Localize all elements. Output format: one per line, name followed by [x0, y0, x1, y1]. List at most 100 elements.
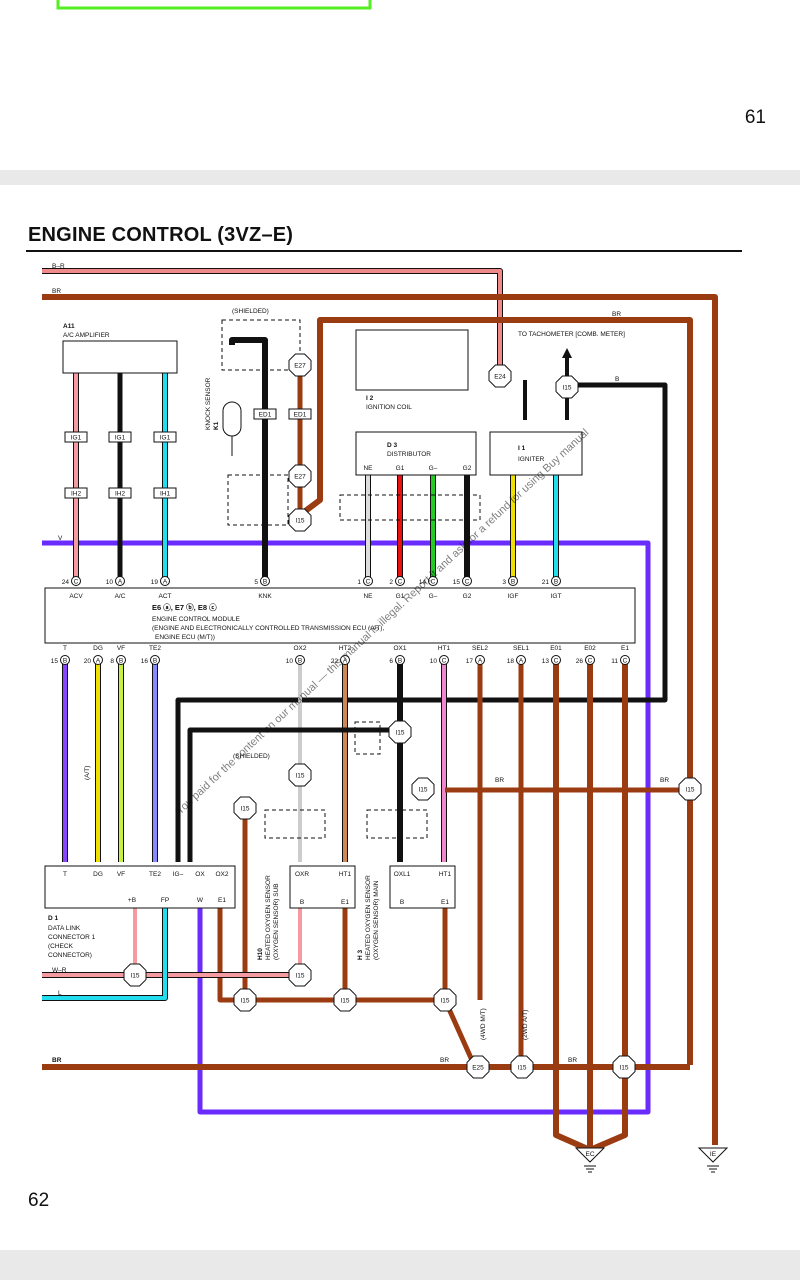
ecm-bot-pin-e1-letter: C — [623, 657, 628, 664]
ecm-line2: (ENGINE AND ELECTRONICALLY CONTROLLED TR… — [152, 625, 384, 632]
ecm-line3: ENGINE ECU (M/T)) — [155, 634, 215, 641]
ecm-top-pin-ne-letter: C — [366, 578, 371, 585]
distributor-box — [355, 431, 477, 476]
ecm-bot-label-ht2: HT2 — [339, 645, 352, 652]
h3-pin-0: OXL1 — [394, 871, 411, 878]
junction-i15-br1-label: I15 — [240, 998, 249, 1005]
ground-ec-label: EC — [585, 1151, 594, 1158]
dlc-pin-6: OX2 — [215, 871, 228, 878]
ecm-bot-pin-ox2-circle — [295, 655, 305, 665]
conn-ig1-1-box — [108, 431, 132, 443]
ecm-top-pin-igf-circle — [508, 576, 518, 586]
conn-ed1-b-box — [288, 408, 312, 420]
junction-i15-dlc-label: I15 — [130, 973, 139, 980]
dlc-box — [44, 865, 236, 909]
dlc-pin-4: IG– — [173, 871, 184, 878]
i1-id: I 1 — [518, 445, 526, 452]
ecm-bot-label-e02: E02 — [584, 645, 596, 652]
ecm-bot-pin-vf-circle — [116, 655, 126, 665]
ecm-bot-pin-e01-circle — [551, 655, 561, 665]
h10-pin-low-1: E1 — [341, 899, 349, 906]
ignition-coil-box — [355, 329, 469, 391]
junction-i15-left-label: I15 — [240, 806, 249, 813]
h10-id: H10 — [257, 948, 264, 960]
ecm-top-label-ne: NE — [363, 593, 373, 600]
h3-pin-1: HT1 — [439, 871, 452, 878]
igniter-box — [489, 431, 583, 476]
ecm-top-num-6: 14 — [419, 579, 427, 586]
shield-h10 — [264, 809, 326, 839]
ecm-bot-label-sel2: SEL2 — [472, 645, 488, 652]
ecm-bot-label-e1: E1 — [621, 645, 629, 652]
junction-i15-h10-low-shape — [288, 963, 312, 987]
a11-name: A/C AMPLIFIER — [63, 332, 110, 339]
ground-ie-symbol — [697, 1147, 729, 1163]
ecm-top-num-8: 3 — [502, 579, 506, 586]
junction-i15-h3-shape — [411, 777, 435, 801]
h3-pin-low-1: E1 — [441, 899, 449, 906]
diagram-title: ENGINE CONTROL (3VZ–E) — [28, 224, 294, 246]
conn-ig1-1-label: IG1 — [115, 435, 126, 442]
ecm-top-pin-igt-circle — [551, 576, 561, 586]
wire-layer — [42, 268, 718, 1153]
ecm-bot-pin-t-circle — [60, 655, 70, 665]
ecm-top-pin-g2-letter: C — [465, 578, 470, 585]
junction-i15-right-shape — [678, 777, 702, 801]
dist-pin-1: G1 — [396, 465, 405, 472]
label-w-r: W–R — [52, 967, 67, 974]
junction-i15-gnd1-shape — [510, 1055, 534, 1079]
ecm-bot-num-10: 13 — [542, 658, 550, 665]
tach-arrow — [562, 348, 572, 358]
previous-page — [0, 0, 800, 170]
wire-br-top — [42, 294, 718, 1145]
h10-box — [289, 865, 356, 909]
ecm-top-label-acv: ACV — [69, 593, 83, 600]
ecm-bot-num-4: 10 — [286, 658, 294, 665]
label-b-tach: B — [615, 376, 619, 383]
junction-i15-gnd2-label: I15 — [619, 1065, 628, 1072]
junction-i15-gnd1-label: I15 — [517, 1065, 526, 1072]
shield-top — [221, 319, 301, 371]
wire-b-r-top — [42, 269, 502, 375]
i1-name: IGNITER — [518, 456, 545, 463]
ecm-bot-num-2: 8 — [110, 658, 114, 665]
ecm-top-pin-g–-circle — [428, 576, 438, 586]
ecm-top-pin-igf-letter: B — [511, 578, 515, 585]
junction-i15-tach-label: I15 — [562, 385, 571, 392]
conn-ih-1-box — [108, 487, 132, 499]
dlc-pin-10: E1 — [218, 897, 226, 904]
ecm-top-label-igt: IGT — [551, 593, 562, 600]
ecm-bot-pin-sel1-circle — [516, 655, 526, 665]
ecm-top-label-igf: IGF — [508, 593, 519, 600]
ecm-top-num-9: 21 — [542, 579, 550, 586]
ecm-bot-label-sel1: SEL1 — [513, 645, 529, 652]
ecm-bot-pin-ox1-letter: B — [398, 657, 402, 664]
label-br-e25: BR — [440, 1057, 449, 1064]
wire-ox-shield — [187, 727, 400, 862]
label-br-mid: BR — [495, 777, 504, 784]
ecm-bot-pin-sel1-letter: A — [519, 657, 524, 664]
dlc-pin-0: T — [63, 871, 67, 878]
junction-i15-tach-shape — [555, 375, 579, 399]
d1-line4: CONNECTOR) — [48, 952, 92, 959]
junction-i15-h3-label: I15 — [418, 787, 427, 794]
junction-i15-ox-shape — [388, 720, 412, 744]
ecm-bot-label-dg: DG — [93, 645, 103, 652]
ecm-bot-label-ox1: OX1 — [393, 645, 406, 652]
junction-i15-br1-shape — [233, 988, 257, 1012]
conn-ig1-2-box — [153, 431, 177, 443]
ecm-top-num-5: 2 — [389, 579, 393, 586]
ecm-bot-num-11: 26 — [576, 658, 584, 665]
h3-id: H 3 — [357, 950, 364, 961]
ecm-name: ENGINE CONTROL MODULE — [152, 616, 241, 623]
k1-id: K1 — [213, 421, 220, 430]
ground-ec-symbol — [574, 1147, 606, 1163]
ecm-bot-num-9: 18 — [507, 658, 515, 665]
h3-line2: (OXYGEN SENSOR) MAIN — [373, 880, 380, 960]
ecm-connectors: E6 ⓐ, E7 ⓑ, E8 ⓒ — [152, 602, 217, 612]
ecm-top-label-g–: G– — [429, 593, 438, 600]
conn-ed1-b-label: ED1 — [294, 412, 307, 419]
ecm-top-pin-g1-circle — [395, 576, 405, 586]
h3-pin-low-0: B — [400, 899, 404, 906]
